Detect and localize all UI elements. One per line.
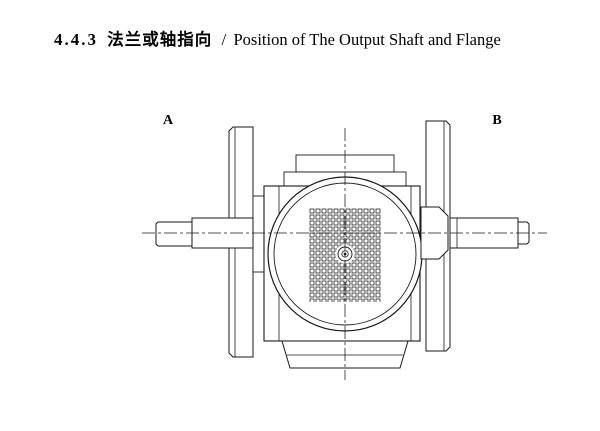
- position-label-a: A: [163, 113, 174, 128]
- title-chinese: 法兰或轴指向: [107, 30, 213, 49]
- title-separator: /: [221, 30, 227, 49]
- left-hub: [252, 195, 265, 273]
- position-label-b: B: [492, 113, 501, 128]
- section-number: 4.4.3: [54, 30, 98, 49]
- title-english: Position of The Output Shaft and Flange: [233, 30, 501, 49]
- section-title: 4.4.3 法兰或轴指向 / Position of The Output Sh…: [54, 26, 501, 50]
